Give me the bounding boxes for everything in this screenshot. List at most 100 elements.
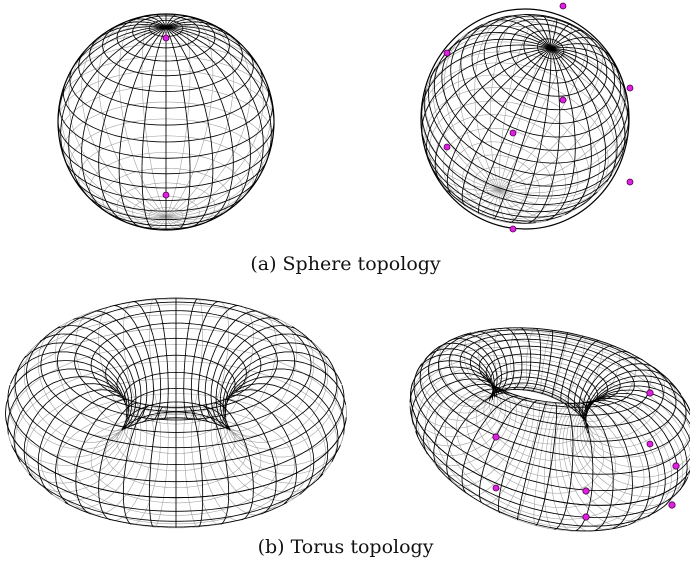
mesh-line-front bbox=[439, 86, 443, 90]
mesh-line-back bbox=[508, 157, 511, 158]
mesh-line-front bbox=[578, 68, 583, 73]
mesh-line-back bbox=[582, 92, 588, 97]
mesh-line-back bbox=[133, 156, 135, 163]
mesh-line-front bbox=[558, 83, 559, 90]
mesh-line-back bbox=[500, 180, 501, 185]
mesh-line-back bbox=[476, 175, 477, 177]
mesh-line-front bbox=[217, 192, 225, 194]
mesh-line-back bbox=[214, 209, 215, 211]
mesh-line-front bbox=[229, 40, 230, 43]
mesh-line-front bbox=[79, 137, 85, 141]
mesh-line-front bbox=[565, 82, 567, 88]
mesh-line-back bbox=[544, 151, 549, 156]
mesh-line-front bbox=[250, 117, 255, 121]
mesh-line-front bbox=[154, 22, 155, 23]
mesh-line-back bbox=[124, 193, 126, 195]
mesh-line-back bbox=[561, 125, 566, 129]
mesh-line-back bbox=[529, 169, 531, 171]
mesh-line-front bbox=[530, 30, 534, 33]
mesh-line-front bbox=[179, 71, 180, 77]
mesh-line-front bbox=[221, 58, 224, 60]
mesh-line-front bbox=[129, 47, 134, 52]
mesh-line-front bbox=[600, 81, 604, 86]
mesh-line-front bbox=[574, 72, 578, 77]
mesh-line-back bbox=[171, 201, 173, 206]
mesh-line-back bbox=[587, 46, 588, 50]
mesh-line-front bbox=[249, 152, 255, 156]
mesh-line-front bbox=[120, 143, 121, 150]
mesh-line-back bbox=[151, 167, 152, 173]
mesh-line-front bbox=[253, 100, 256, 106]
mesh-line-back bbox=[474, 182, 480, 185]
mesh-line-front bbox=[428, 129, 430, 134]
mesh-line-back bbox=[234, 132, 240, 135]
mesh-line-front bbox=[494, 156, 496, 162]
mesh-line-back bbox=[516, 26, 524, 27]
mesh-line-front bbox=[549, 83, 550, 89]
mesh-line-front bbox=[487, 40, 493, 41]
mesh-line-back bbox=[472, 170, 477, 174]
mesh-line-front bbox=[106, 56, 108, 59]
mesh-line-back bbox=[532, 198, 539, 199]
mesh-line-back bbox=[509, 197, 514, 200]
mesh-line-front bbox=[179, 23, 180, 24]
mesh-line-front bbox=[512, 170, 514, 176]
mesh-line-front bbox=[476, 73, 482, 77]
mesh-line-back bbox=[152, 227, 155, 228]
mesh-line-back bbox=[505, 109, 506, 116]
mesh-line-front bbox=[197, 36, 198, 37]
mesh-line-back bbox=[476, 116, 477, 123]
mesh-line-back bbox=[110, 172, 114, 178]
mesh-line-back bbox=[216, 143, 222, 145]
mesh-line-front bbox=[77, 117, 82, 121]
mesh-line-front bbox=[129, 171, 138, 172]
mesh-line-front bbox=[120, 46, 122, 48]
mesh-line-back bbox=[488, 182, 489, 183]
mesh-line-back bbox=[539, 155, 544, 160]
mesh-line-front bbox=[554, 59, 555, 65]
mesh-line-back bbox=[517, 198, 523, 200]
mesh-line-back bbox=[524, 198, 525, 199]
mesh-line-front bbox=[209, 129, 210, 136]
mesh-line-back bbox=[241, 71, 247, 74]
mesh-line-back bbox=[239, 117, 245, 120]
mesh-line-front bbox=[606, 104, 609, 110]
mesh-line-front bbox=[465, 80, 470, 84]
mesh-line-front bbox=[510, 175, 512, 180]
mesh-line-front bbox=[226, 53, 228, 56]
mesh-line-front bbox=[117, 40, 118, 42]
mesh-line-front bbox=[488, 66, 494, 69]
mesh-line-front bbox=[182, 74, 187, 75]
mesh-line-front bbox=[147, 18, 149, 19]
mesh-line-front bbox=[531, 57, 536, 61]
mesh-line-front bbox=[141, 124, 149, 125]
mesh-line-front bbox=[213, 32, 214, 34]
mesh-line-front bbox=[506, 78, 511, 83]
mesh-line-front bbox=[525, 41, 532, 42]
mesh-line-front bbox=[136, 50, 140, 55]
mesh-line-back bbox=[512, 217, 514, 219]
mesh-line-front bbox=[112, 81, 117, 83]
mesh-line-front bbox=[529, 185, 531, 190]
mesh-line-back bbox=[537, 112, 540, 118]
mesh-line-back bbox=[139, 217, 146, 218]
mesh-line-front bbox=[263, 132, 264, 138]
mesh-line-back bbox=[193, 220, 195, 221]
mesh-line-front bbox=[198, 28, 199, 29]
mesh-line-front bbox=[511, 50, 518, 51]
mesh-line-back bbox=[184, 140, 185, 147]
mesh-line-front bbox=[182, 84, 183, 91]
mesh-line-back bbox=[64, 143, 65, 147]
mesh-line-back bbox=[504, 115, 505, 122]
mesh-line-front bbox=[177, 75, 182, 76]
mesh-line-front bbox=[191, 122, 199, 123]
mesh-line-front bbox=[188, 43, 190, 44]
mesh-line-front bbox=[131, 139, 140, 140]
mesh-line-back bbox=[186, 126, 187, 133]
mesh-line-back bbox=[131, 149, 133, 156]
mesh-line-back bbox=[510, 185, 511, 186]
mesh-line-back bbox=[207, 175, 211, 177]
mesh-line-back bbox=[532, 154, 535, 157]
mesh-line-front bbox=[533, 40, 539, 43]
mesh-line-front bbox=[532, 106, 534, 113]
